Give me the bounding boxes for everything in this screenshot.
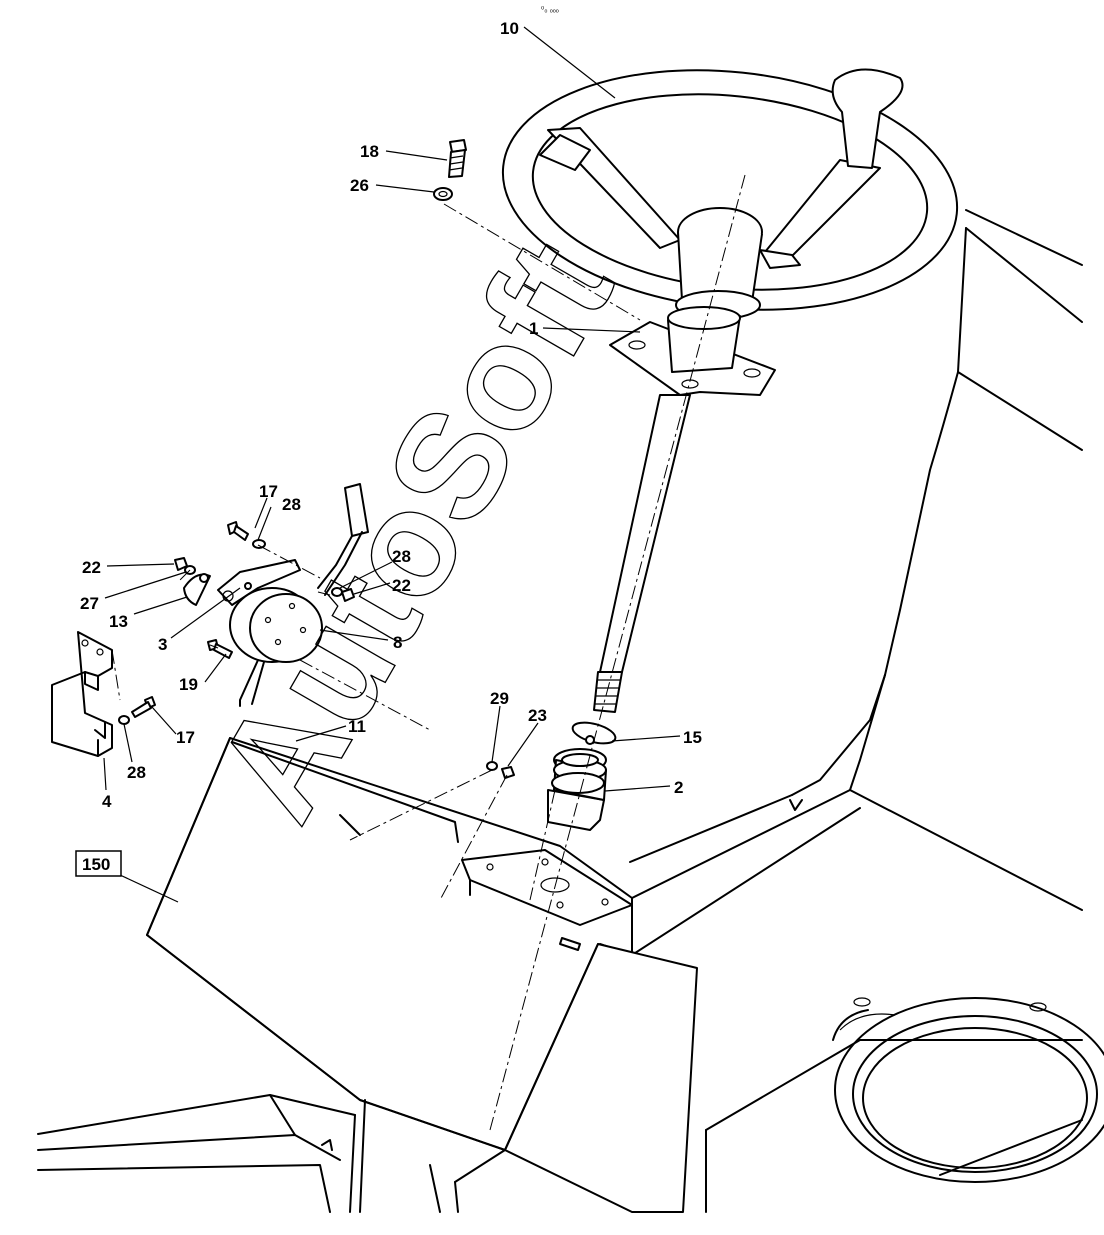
callout-22-right: 22	[392, 576, 411, 595]
callout-29: 29	[490, 689, 509, 708]
fasteners	[118, 139, 515, 779]
callout-23: 23	[528, 706, 547, 725]
assembly-lines	[111, 174, 746, 1131]
callout-28-upper: 28	[282, 495, 301, 514]
callout-18: 18	[360, 142, 379, 161]
callout-22-left: 22	[82, 558, 101, 577]
steering-column	[593, 306, 776, 713]
callout-8: 8	[393, 633, 402, 652]
callout-17-lower: 17	[176, 728, 195, 747]
callout-11: 11	[348, 717, 366, 736]
callout-15: 15	[683, 728, 702, 747]
callout-13: 13	[109, 612, 128, 631]
callout-28-lower: 28	[127, 763, 146, 782]
callout-150-box	[75, 850, 122, 877]
callout-150: 150	[82, 855, 110, 874]
callout-3: 3	[158, 635, 167, 654]
callout-1: 1	[529, 319, 538, 338]
callout-27: 27	[80, 594, 99, 613]
clamp-and-boot	[547, 721, 617, 831]
leader-lines	[103, 26, 681, 903]
callout-4: 4	[102, 792, 112, 811]
dashboard-console	[37, 737, 698, 1213]
callout-28-right: 28	[392, 547, 411, 566]
bracket-4	[51, 631, 113, 757]
callout-17-upper: 17	[259, 482, 278, 501]
callout-10: 10	[500, 19, 519, 38]
callout-26: 26	[350, 176, 369, 195]
callout-labels: 10 18 26 1 17 28 22 27 13 3 28 22 8 19 1…	[75, 19, 702, 877]
header-mark: ⁰₀ ₒₒₒ	[541, 5, 559, 14]
callout-19: 19	[179, 675, 198, 694]
steering-wheel	[501, 68, 959, 320]
callout-2: 2	[674, 778, 683, 797]
throttle-control	[183, 483, 369, 707]
